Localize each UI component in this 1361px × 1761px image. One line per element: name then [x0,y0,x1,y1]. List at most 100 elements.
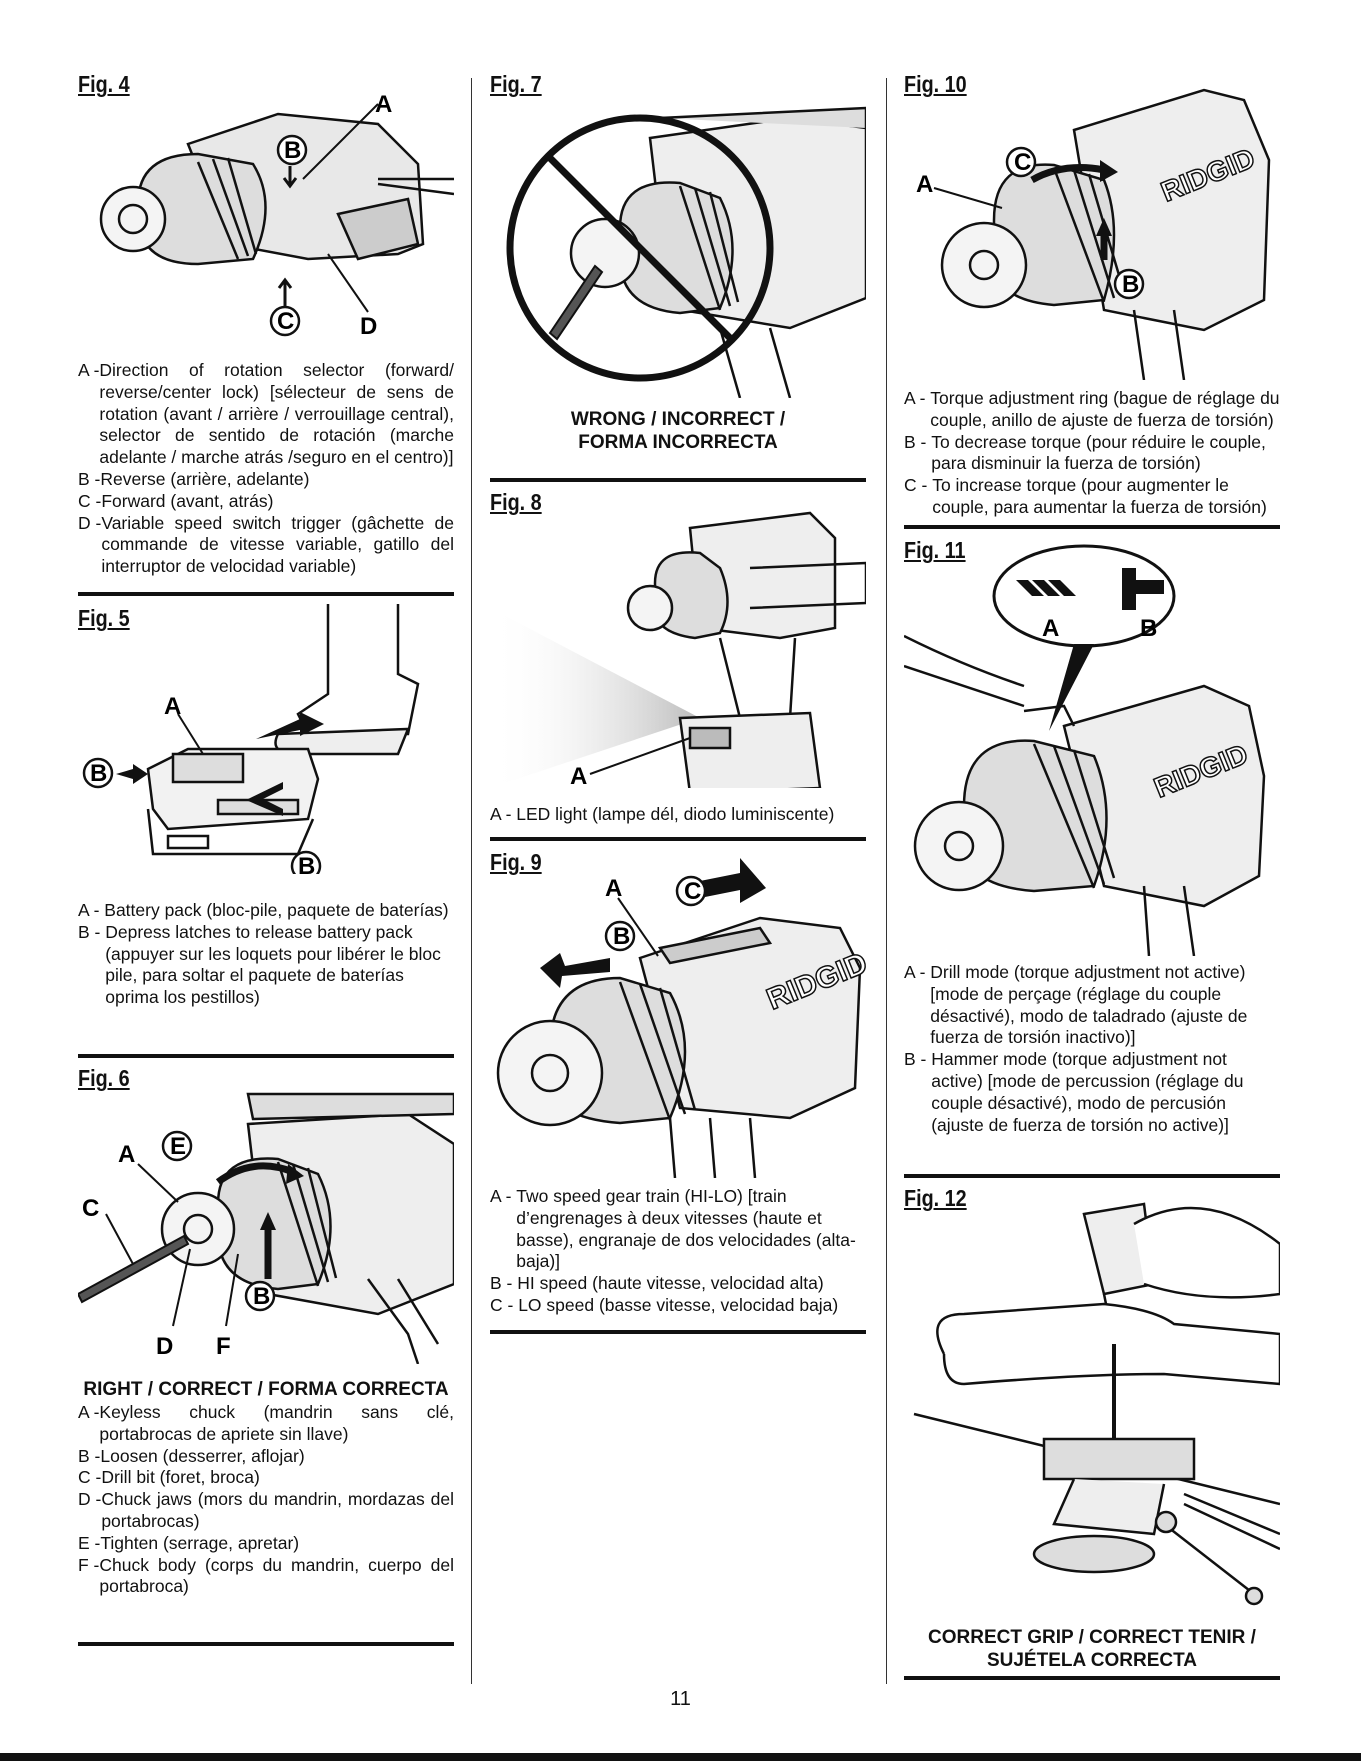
torque-ring-illustration: RIDGID A C B [904,70,1280,380]
figure-9-captions: A - Two speed gear train (HI-LO) [train … [490,1186,866,1317]
figure-title: Fig. 6 [78,1065,130,1091]
label-b-right: B [298,853,315,874]
figure-6-subtitle: RIGHT / CORRECT / FORMA CORRECTA [83,1379,449,1400]
label-c: C [82,1195,99,1222]
label-b: B [284,137,301,164]
wrong-grip-illustration [490,98,866,398]
figure-4: Fig. 4 A [78,70,454,576]
torque-ring-svg: RIDGID A C B [916,88,1271,380]
label-b: B [613,923,630,950]
figure-7-subtitle-line1: WRONG / INCORRECT / [570,409,786,430]
label-a: A [916,171,933,198]
figure-12-subtitle-line2: SUJÉTELA CORRECTA [986,1650,1198,1671]
caption-a: A - LED light (lampe dél, diodo luminisc… [490,804,835,824]
figure-7-subtitle-line2: FORMA INCORRECTA [578,432,778,453]
label-b-left: B [90,760,107,787]
caption-a: A - Torque adjustment ring (bague de rég… [904,388,1280,430]
divider [78,1642,454,1646]
battery-release-svg: A B B [82,604,420,874]
gear-train-illustration: RIDGID A C B [490,848,866,1178]
divider [490,1330,866,1334]
label-a: A [570,763,587,788]
figure-title: Fig. 7 [490,71,542,97]
caption-b: B - To decrease torque (pour réduire le … [904,431,1266,474]
led-light-illustration: A [490,488,866,788]
figure-9: Fig. 9 RIDGID A C [490,848,866,1315]
figure-title: Fig. 9 [490,849,542,875]
label-f: F [216,1333,231,1360]
figure-title: Fig. 4 [78,71,130,97]
divider [490,478,866,482]
figure-title: Fig. 8 [490,489,542,515]
figure-5: Fig. 5 [78,604,454,1007]
column-divider-1 [471,78,472,1684]
label-a: A [1042,615,1059,642]
figure-11-captions: A - Drill mode (torque adjustment not ac… [904,962,1280,1136]
figure-6: Fig. 6 [78,1064,454,1596]
figure-title: Fig. 11 [904,537,966,563]
caption-b: B - HI speed (haute vitesse, velocidad a… [490,1273,824,1294]
label-a: A [605,875,622,902]
caption-a: A - Drill mode (torque adjustment not ac… [904,962,1248,1048]
drill-direction-illustration: A B C D [78,84,454,354]
caption-b: B - Depress latches to release battery p… [78,921,441,1008]
correct-grip-svg [913,1202,1280,1606]
caption-d: D -Chuck jaws (mors du mandrin, mordazas… [78,1489,454,1531]
label-a: A [118,1141,135,1168]
caption-c: C -Forward (avant, atrás) [78,490,274,511]
caption-c: C - LO speed (basse vitesse, velocidad b… [490,1294,839,1315]
figure-7: Fig. 7 WRONG / INCORRECT / FORMA INCORRE… [490,70,866,453]
label-b: B [1140,615,1157,642]
divider [904,1676,1280,1680]
label-c: C [684,878,701,905]
label-b: B [1122,271,1139,298]
bottom-border [0,1753,1361,1761]
figure-12: Fig. 12 COR [904,1184,1280,1671]
caption-b: B - Hammer mode (torque adjustment not a… [904,1049,1244,1135]
mode-selector-illustration: A B RIDGID [904,536,1280,956]
caption-e: E -Tighten (serrage, apretar) [78,1532,300,1553]
wrong-grip-svg [506,106,866,398]
label-c: C [277,308,294,335]
figure-title: Fig. 10 [904,71,967,97]
caption-c: C - To increase torque (pour augmenter l… [904,475,1267,517]
figure-10: Fig. 10 RIDGID A [904,70,1280,517]
drill-mode-icon [1016,580,1076,596]
mode-selector-svg: A B RIDGID [904,544,1266,956]
caption-d: D -Variable speed switch trigger (gâchet… [78,512,454,577]
figure-4-captions: A -Direction of rotation selector (forwa… [78,360,454,578]
gear-train-svg: RIDGID A C B [496,858,866,1178]
divider [490,837,866,841]
divider [78,592,454,596]
divider [904,1174,1280,1178]
label-c: C [1014,149,1031,176]
column-divider-2 [886,78,887,1684]
caption-a: A -Direction of rotation selector (forwa… [78,360,454,468]
figure-6-captions: A -Keyless chuck (mandrin sans clé, port… [78,1402,454,1598]
figure-8-captions: A - LED light (lampe dél, diodo luminisc… [490,804,866,826]
keyless-chuck-illustration: A E C B D F [78,1064,454,1364]
label-e: E [170,1133,186,1160]
figure-5-captions: A - Battery pack (bloc-pile, paquete de … [78,900,454,1009]
led-light-svg: A [490,511,866,788]
figure-title: Fig. 5 [78,605,130,631]
correct-grip-illustration [904,1184,1280,1624]
divider [904,525,1280,529]
label-b: B [253,1283,270,1310]
label-d: D [360,313,377,340]
figure-10-captions: A - Torque adjustment ring (bague de rég… [904,388,1280,519]
caption-f: F -Chuck body (corps du mandrin, cuerpo … [78,1554,454,1597]
caption-a: A - Battery pack (bloc-pile, paquete de … [78,900,449,920]
caption-a: A -Keyless chuck (mandrin sans clé, port… [78,1402,454,1444]
figure-title: Fig. 12 [904,1185,967,1211]
caption-b: B -Loosen (desserrer, aflojar) [78,1445,305,1466]
label-a: A [375,91,392,118]
figure-8: Fig. 8 [490,488,866,824]
label-a: A [164,693,181,720]
label-d: D [156,1333,173,1360]
keyless-chuck-svg: A E C B D F [78,1092,454,1364]
figure-12-subtitle-line1: CORRECT GRIP / CORRECT TENIR / [928,1627,1256,1648]
caption-c: C -Drill bit (foret, broca) [78,1467,260,1488]
drill-direction-svg: A B C D [99,91,454,340]
hammer-mode-icon [1122,568,1164,610]
